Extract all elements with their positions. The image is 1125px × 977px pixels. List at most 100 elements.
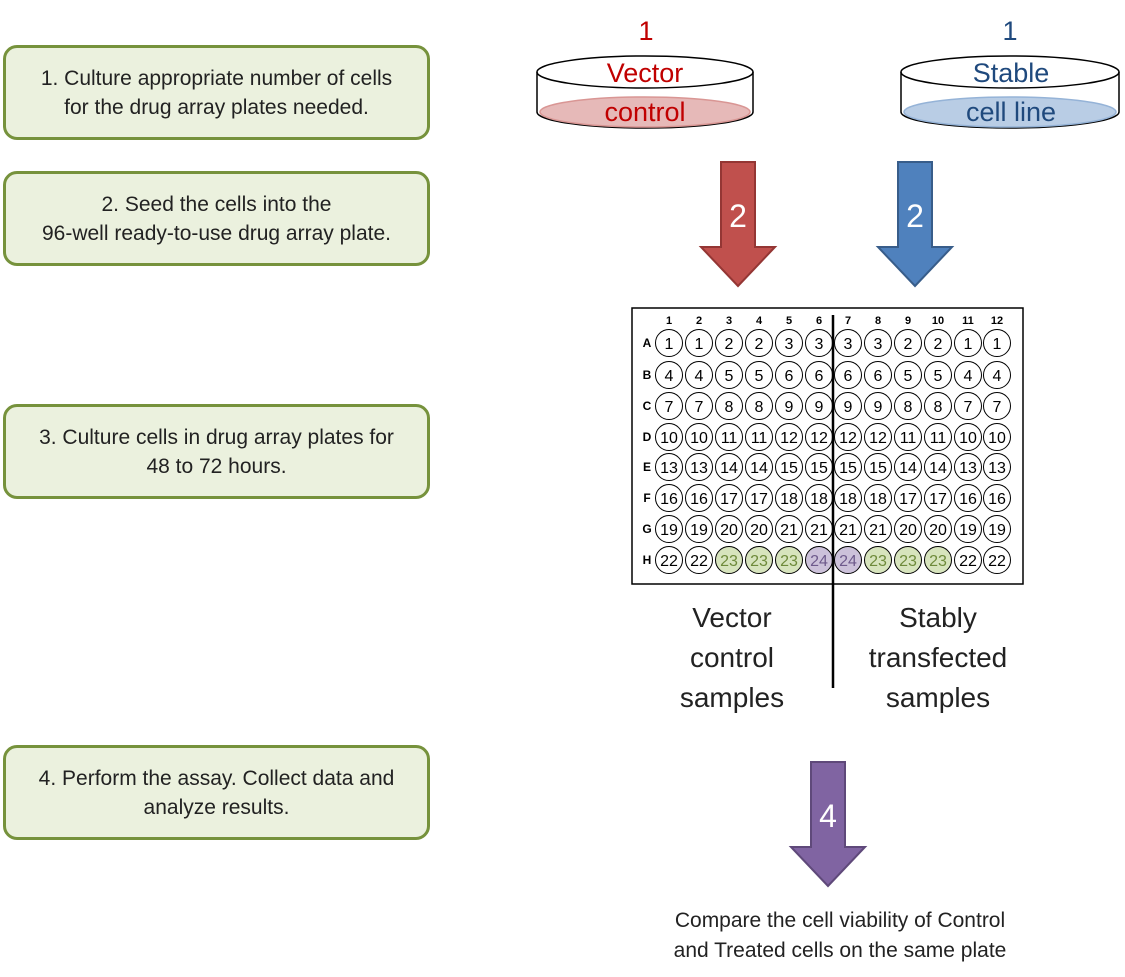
plate-well-circle — [864, 484, 892, 512]
plate-well-circle — [983, 329, 1011, 357]
plate-well: 11 — [894, 423, 922, 451]
plate-well-number: 16 — [959, 491, 977, 508]
plate-well-number: 6 — [815, 368, 824, 385]
plate-well-number: 6 — [874, 368, 883, 385]
plate-well-number: 23 — [899, 553, 917, 570]
plate-well-circle — [715, 515, 743, 543]
plate-well-number: 20 — [929, 522, 947, 539]
plate-well-circle — [775, 329, 803, 357]
plate-well: 4 — [954, 361, 982, 389]
plate-well: 20 — [894, 515, 922, 543]
plate-well-number: 14 — [750, 460, 768, 477]
plate-well-circle — [894, 423, 922, 451]
plate-well-circle — [864, 329, 892, 357]
plate-well: 5 — [715, 361, 743, 389]
plate-well: 10 — [685, 423, 713, 451]
plate-well-circle — [834, 392, 862, 420]
plate-row-label: A — [643, 336, 652, 350]
vector-dish-bottom-label: control — [604, 97, 685, 127]
plate-well: 14 — [715, 453, 743, 481]
plate-column-label: 11 — [962, 315, 974, 327]
plate-well-circle — [954, 453, 982, 481]
plate-well: 3 — [775, 329, 803, 357]
plate-well-number: 23 — [929, 553, 947, 570]
plate-well-circle — [745, 484, 773, 512]
step-1-text: 1. Culture appropriate number of cells f… — [40, 66, 393, 119]
plate-well-number: 2 — [904, 336, 913, 353]
plate-well: 16 — [655, 484, 683, 512]
plate-well-number: 2 — [725, 336, 734, 353]
plate-well: 11 — [745, 423, 773, 451]
plate-well: 5 — [745, 361, 773, 389]
plate-well-number: 9 — [874, 399, 883, 416]
plate-well-circle — [715, 329, 743, 357]
plate-well: 16 — [983, 484, 1011, 512]
plate-well: 9 — [864, 392, 892, 420]
plate-well-circle — [864, 392, 892, 420]
plate-well: 21 — [864, 515, 892, 543]
plate-well-circle — [745, 453, 773, 481]
plate-well: 17 — [745, 484, 773, 512]
plate-well-circle — [685, 546, 713, 574]
plate-row-label: H — [643, 553, 652, 567]
plate-well: 14 — [924, 453, 952, 481]
plate-well-number: 20 — [720, 522, 738, 539]
plate-well-number: 20 — [899, 522, 917, 539]
plate-well: 8 — [924, 392, 952, 420]
plate-well-number: 13 — [959, 460, 977, 477]
plate-well: 9 — [805, 392, 833, 420]
plate-well-circle — [983, 515, 1011, 543]
plate-well: 24 — [805, 546, 833, 574]
plate-well-circle — [685, 392, 713, 420]
plate-well-circle — [924, 423, 952, 451]
plate-well-circle — [924, 515, 952, 543]
plate-well-number: 10 — [660, 430, 678, 447]
plate-well-circle — [864, 546, 892, 574]
plate-well: 7 — [685, 392, 713, 420]
plate-well-circle — [685, 484, 713, 512]
assay-arrow-label: 4 — [819, 798, 837, 834]
plate-well-number: 1 — [964, 336, 973, 353]
plate-well-number: 19 — [988, 522, 1006, 539]
plate-row-label: G — [642, 522, 651, 536]
plate-well-circle — [983, 453, 1011, 481]
plate-well-circle — [775, 423, 803, 451]
plate-well-number: 6 — [844, 368, 853, 385]
plate-well-number: 24 — [839, 553, 857, 570]
plate-well: 19 — [655, 515, 683, 543]
plate-well-number: 19 — [660, 522, 678, 539]
plate-well-number: 17 — [720, 491, 738, 508]
plate-well-number: 18 — [810, 491, 828, 508]
vector-control-caption: Vector control samples — [679, 602, 785, 713]
seed-vector-arrow: 2 — [698, 161, 778, 288]
plate-well: 15 — [775, 453, 803, 481]
plate-column-label: 4 — [756, 315, 763, 327]
plate-well-circle — [655, 484, 683, 512]
plate-well: 15 — [805, 453, 833, 481]
plate-well: 15 — [864, 453, 892, 481]
plate-well: 14 — [745, 453, 773, 481]
plate-well-number: 4 — [964, 368, 973, 385]
plate-well-number: 1 — [993, 336, 1002, 353]
plate-well-number: 9 — [785, 399, 794, 416]
plate-well: 23 — [894, 546, 922, 574]
vector-dish-number: 1 — [638, 16, 653, 46]
plate-well-number: 5 — [904, 368, 913, 385]
plate-well-circle — [745, 392, 773, 420]
stable-dish-number: 1 — [1002, 16, 1017, 46]
stable-dish-top-label: Stable — [973, 58, 1050, 88]
plate-well-number: 5 — [934, 368, 943, 385]
plate-well: 17 — [924, 484, 952, 512]
plate-well-number: 7 — [695, 399, 704, 416]
plate-well-circle — [924, 361, 952, 389]
plate-well: 4 — [685, 361, 713, 389]
plate-well-number: 6 — [785, 368, 794, 385]
plate-column-label: 12 — [991, 315, 1003, 327]
plate-well-number: 13 — [988, 460, 1006, 477]
plate-well-circle — [954, 515, 982, 543]
plate-well: 11 — [924, 423, 952, 451]
plate-well: 16 — [954, 484, 982, 512]
plate-well: 17 — [715, 484, 743, 512]
plate-column-label: 1 — [666, 315, 672, 327]
plate-well-number: 21 — [839, 522, 857, 539]
